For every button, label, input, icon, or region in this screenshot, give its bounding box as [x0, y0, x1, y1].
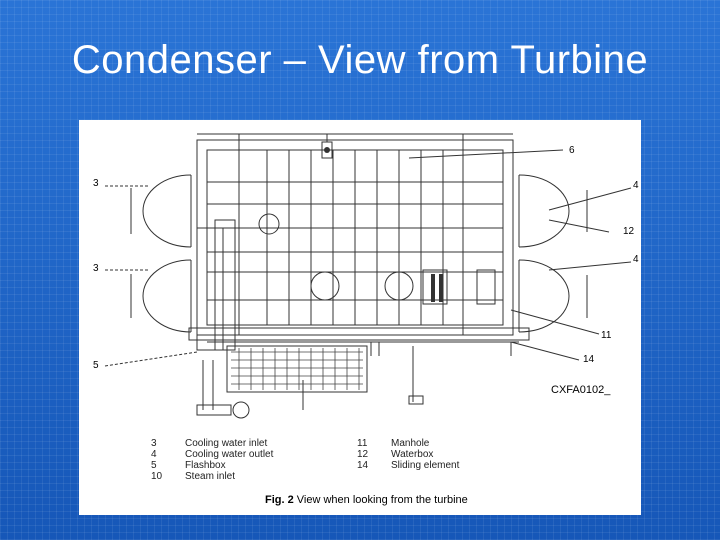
legend-number: 5	[151, 460, 157, 471]
callout-5: 5	[93, 360, 99, 371]
legend-number: 14	[357, 460, 369, 471]
legend-label: Sliding element	[391, 460, 460, 471]
slide-title: Condenser – View from Turbine	[71, 38, 649, 82]
callout-11: 11	[601, 330, 612, 341]
callout-3-upper: 3	[93, 178, 99, 189]
callout-4-lower: 4	[633, 254, 639, 265]
legend-number: 4	[151, 449, 157, 460]
callout-6: 6	[569, 145, 575, 156]
legend-label: Waterbox	[391, 449, 434, 460]
legend-label: Flashbox	[185, 460, 226, 471]
legend-label: Cooling water outlet	[185, 449, 274, 460]
figure-caption: Fig. 2 View when looking from the turbin…	[265, 494, 468, 506]
legend-number: 11	[357, 438, 368, 449]
callout-4-upper: 4	[633, 180, 639, 191]
legend-label: Manhole	[391, 438, 430, 449]
condenser-drawing	[104, 133, 632, 419]
legend-number: 12	[357, 449, 369, 460]
legend-label: Cooling water inlet	[185, 438, 268, 449]
legend-label: Steam inlet	[185, 471, 236, 482]
callout-14: 14	[583, 354, 595, 365]
figure-caption-text: View when looking from the turbine	[293, 494, 468, 506]
legend-number: 3	[151, 438, 157, 449]
drawing-code: CXFA0102_	[551, 384, 611, 396]
callout-12: 12	[623, 226, 635, 237]
legend-number: 10	[151, 471, 163, 482]
condenser-figure: 3 3 5 6 4 12 4 11 14 CXFA0102_ 3 Cooling…	[79, 120, 641, 515]
callout-3-lower: 3	[93, 263, 99, 274]
figure-number: Fig. 2	[265, 494, 294, 506]
